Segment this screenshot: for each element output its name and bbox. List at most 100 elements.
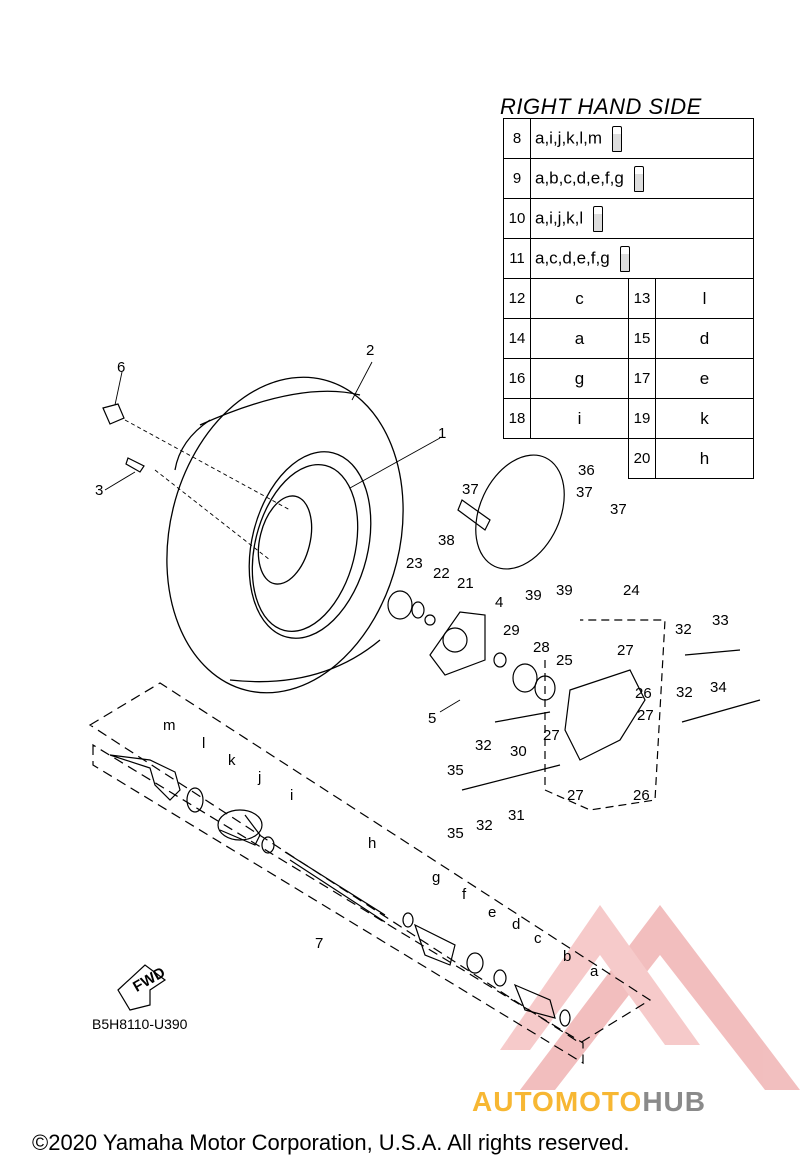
row-value: a: [530, 318, 629, 359]
table-title: RIGHT HAND SIDE: [500, 94, 702, 119]
table-row: 14 a 15 d: [503, 318, 754, 359]
row-value: e: [655, 358, 754, 399]
row-value: k: [655, 398, 754, 439]
table-row: 11 a,c,d,e,f,g: [503, 238, 754, 279]
callout-b: b: [563, 948, 571, 965]
callout-i: i: [290, 787, 293, 804]
callout-29: 29: [503, 622, 520, 639]
table-row: 10 a,i,j,k,l: [503, 198, 754, 239]
row-value: c: [530, 278, 629, 319]
callout-24: 24: [623, 582, 640, 599]
callout-35b: 35: [447, 825, 464, 842]
callout-l: l: [202, 735, 205, 752]
callout-37c: 37: [610, 501, 627, 518]
callout-36: 36: [578, 462, 595, 479]
callout-27b: 27: [543, 727, 560, 744]
fwd-arrow: FWD: [117, 964, 168, 1011]
row-number: 15: [628, 318, 656, 359]
row-number: 11: [503, 238, 531, 279]
row-value: d: [655, 318, 754, 359]
callout-33: 33: [712, 612, 729, 629]
row-number: 19: [628, 398, 656, 439]
callout-j: j: [257, 769, 261, 786]
row-number: 10: [503, 198, 531, 239]
brake-disc: [457, 454, 565, 570]
callout-c: c: [534, 930, 542, 947]
callout-34: 34: [710, 679, 727, 696]
row-value: i: [530, 398, 629, 439]
callout-32c: 32: [475, 737, 492, 754]
grease-tube-icon: [633, 165, 644, 192]
row-number: 12: [503, 278, 531, 319]
callouts: 1 2 3 4 5 6 7 21 22 23 24 25 26 26 27 27…: [95, 342, 729, 980]
copyright-notice: ©2020 Yamaha Motor Corporation, U.S.A. A…: [32, 1130, 630, 1155]
callout-4: 4: [495, 594, 503, 611]
row-number: 9: [503, 158, 531, 199]
callout-30: 30: [510, 743, 527, 760]
leader-lines: [104, 361, 461, 713]
row-number: 16: [503, 358, 531, 399]
table-row: 16 g 17 e: [503, 358, 754, 399]
callout-m: m: [163, 717, 176, 734]
callout-h: h: [368, 835, 376, 852]
callout-27a: 27: [617, 642, 634, 659]
driveshaft-parts: [109, 754, 571, 1027]
callout-28: 28: [533, 639, 550, 656]
callout-k: k: [228, 752, 236, 769]
row-value: h: [655, 438, 754, 479]
tire-wheel: [166, 376, 404, 694]
row-value: g: [530, 358, 629, 399]
callout-a: a: [590, 963, 599, 980]
callout-25: 25: [556, 652, 573, 669]
row-number: 18: [503, 398, 531, 439]
row-value: l: [655, 278, 754, 319]
row-number: 20: [628, 438, 656, 479]
callout-7: 7: [315, 935, 323, 952]
grease-tube-icon: [612, 125, 623, 152]
callout-26a: 26: [635, 685, 652, 702]
callout-2: 2: [366, 342, 374, 359]
callout-e: e: [488, 904, 496, 921]
callout-31: 31: [508, 807, 525, 824]
callout-f: f: [462, 886, 467, 903]
callout-1: 1: [438, 425, 446, 442]
small-fasteners: [102, 403, 145, 473]
callout-39b: 39: [556, 582, 573, 599]
callout-22: 22: [433, 565, 450, 582]
callout-g: g: [432, 869, 440, 886]
grease-tube-icon: [619, 245, 630, 272]
callout-26b: 26: [633, 787, 650, 804]
callout-39a: 39: [525, 587, 542, 604]
empty-cell: [504, 439, 629, 479]
watermark-logo: [500, 905, 800, 1090]
grease-tube-icon: [593, 205, 604, 232]
row-number: 14: [503, 318, 531, 359]
row-number: 8: [503, 118, 531, 159]
table-row: 8 a,i,j,k,l,m: [503, 118, 754, 159]
table-row: 18 i 19 k: [503, 398, 754, 439]
row-value: a,c,d,e,f,g: [530, 238, 754, 279]
table-row: 12 c 13 l: [503, 278, 754, 319]
row-number: 17: [628, 358, 656, 399]
callout-35a: 35: [447, 762, 464, 779]
driveshaft-frame: [88, 682, 652, 1065]
callout-5: 5: [428, 710, 436, 727]
callout-21: 21: [457, 575, 474, 592]
callout-32d: 32: [476, 817, 493, 834]
callout-23: 23: [406, 555, 423, 572]
table-row: 9 a,b,c,d,e,f,g: [503, 158, 754, 199]
lubrication-table: 8 a,i,j,k,l,m 9 a,b,c,d,e,f,g 10 a,i,j,k…: [503, 118, 754, 479]
diagram-code: B5H8110-U390: [92, 1016, 188, 1032]
callout-d: d: [512, 916, 520, 933]
callout-32b: 32: [676, 684, 693, 701]
row-number: 13: [628, 278, 656, 319]
callout-3: 3: [95, 482, 103, 499]
callout-37a: 37: [462, 481, 479, 498]
callout-27d: 27: [567, 787, 584, 804]
callout-37b: 37: [576, 484, 593, 501]
row-value: a,i,j,k,l: [530, 198, 754, 239]
row-value: a,b,c,d,e,f,g: [530, 158, 754, 199]
table-row: 20 h: [504, 438, 754, 479]
callout-32a: 32: [675, 621, 692, 638]
